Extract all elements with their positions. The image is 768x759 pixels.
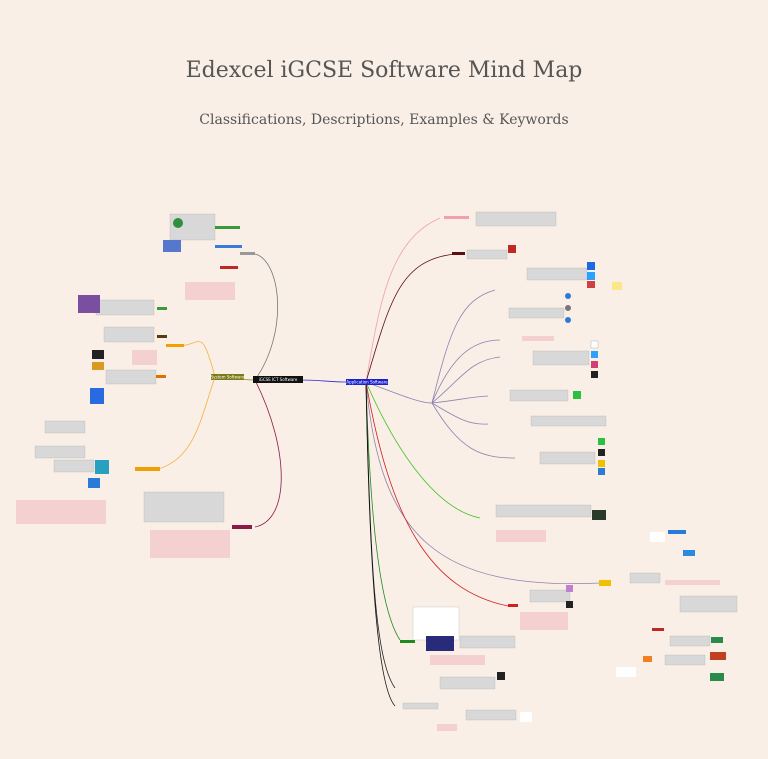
system-software-node[interactable]: System Software (211, 374, 245, 380)
map-subtitle: Classifications, Descriptions, Examples … (199, 112, 569, 128)
central-node[interactable]: iGCSE ICT Software (253, 376, 303, 383)
application-software-details (400, 211, 738, 731)
map-title: Edexcel iGCSE Software Mind Map (185, 58, 583, 83)
system-software-label: System Software (211, 375, 245, 380)
connector-application (301, 379, 347, 383)
application-software-label: Application Software (346, 380, 388, 385)
system-software-details (16, 213, 255, 558)
application-software-node[interactable]: Application Software (346, 379, 388, 385)
central-node-label: iGCSE ICT Software (259, 377, 298, 382)
